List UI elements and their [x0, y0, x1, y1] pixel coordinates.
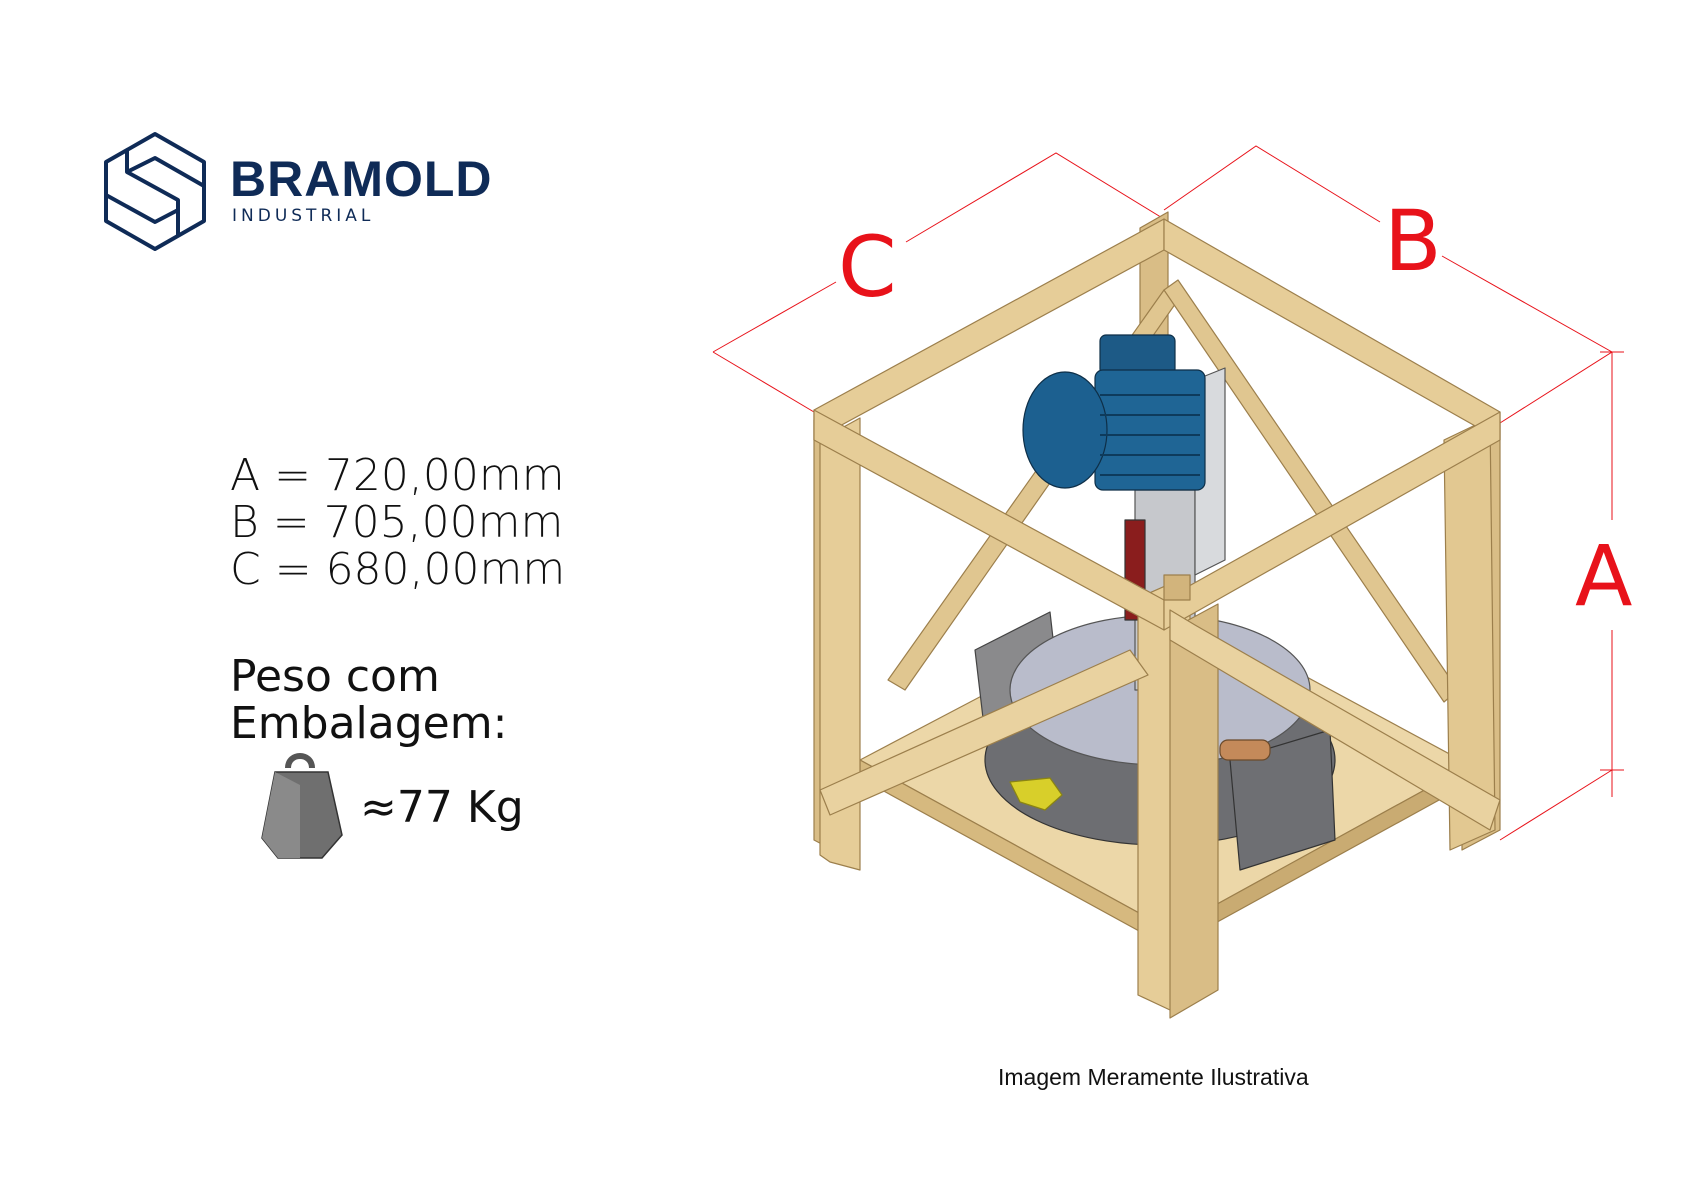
dimension-label-a: A: [1575, 527, 1632, 625]
crate-front-frame: [813, 218, 1501, 1019]
weight-label-line1: Peso com: [230, 651, 440, 702]
brand-subtitle: INDUSTRIAL: [232, 206, 375, 226]
dimension-label-b: B: [1384, 192, 1442, 290]
weight-icon: [261, 753, 343, 859]
dimension-lines: [712, 145, 1624, 841]
weight-value: ≈77 Kg: [360, 782, 524, 833]
dimension-label-c: C: [838, 218, 897, 316]
dimensions-list: A = 720,00mm B = 705,00mm C = 680,00mm: [230, 452, 565, 593]
bramold-logo-icon: [104, 132, 206, 251]
dimension-c: C = 680,00mm: [230, 544, 566, 595]
illustrative-caption: Imagem Meramente Ilustrativa: [998, 1064, 1309, 1090]
brand-name: BRAMOLD: [230, 151, 493, 207]
dimension-a: A = 720,00mm: [230, 450, 565, 501]
weight-label: Peso com Embalagem:: [230, 653, 507, 747]
dimension-b: B = 705,00mm: [230, 497, 564, 548]
weight-label-line2: Embalagem:: [230, 698, 508, 749]
